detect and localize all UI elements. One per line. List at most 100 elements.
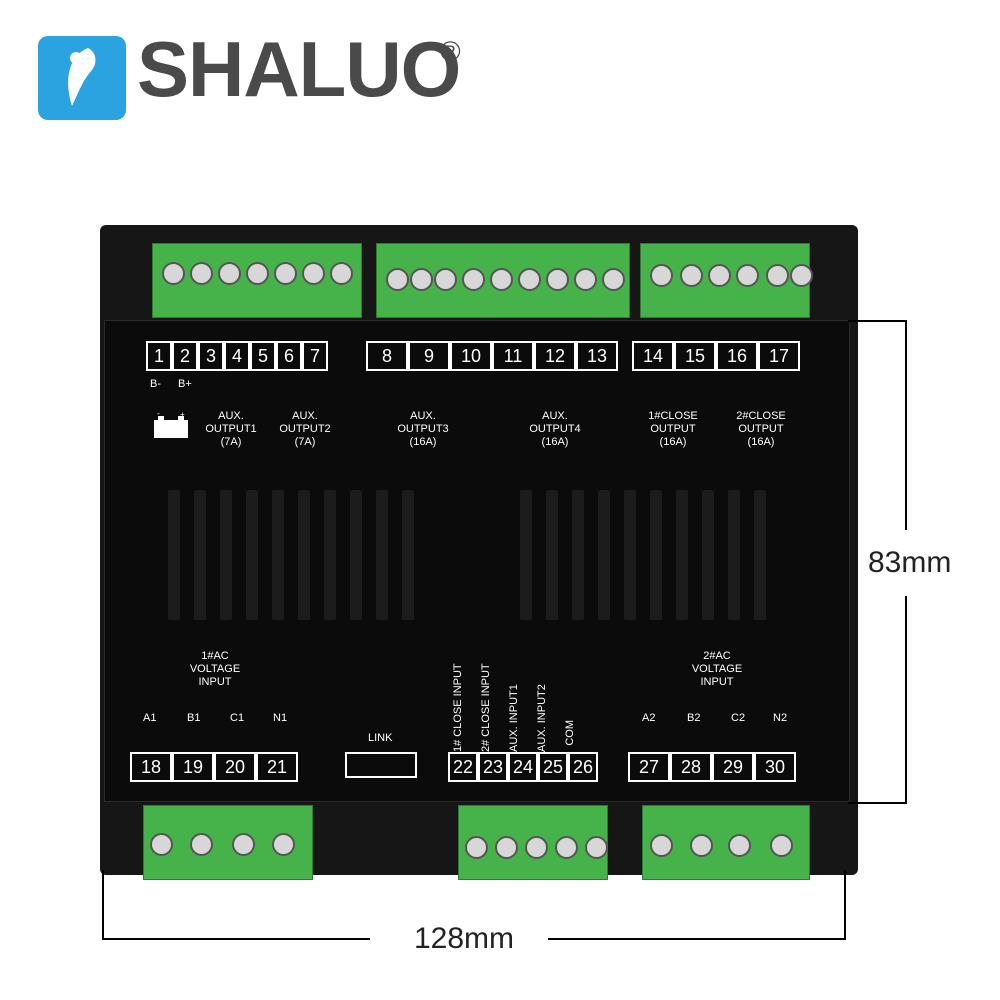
battery-icon: -+ <box>152 409 190 440</box>
vent-slot <box>520 490 532 620</box>
screw-icon <box>770 834 793 857</box>
terminal-row-18-21: 18 19 20 21 <box>130 752 298 782</box>
close-input1-label: 1# CLOSE INPUT <box>452 663 464 752</box>
dim-height-line-upper <box>905 320 907 530</box>
n1-label: N1 <box>273 712 288 724</box>
screw-icon <box>728 834 751 857</box>
vent-slot <box>298 490 310 620</box>
terminal-19: 19 <box>172 752 214 782</box>
screw-icon <box>274 262 297 285</box>
c1-label: C1 <box>230 712 245 724</box>
screw-icon <box>708 264 731 287</box>
dim-width-line-left <box>102 938 370 940</box>
terminal-row-22-26: 22 23 24 25 26 <box>448 752 598 782</box>
aux-output3-label: AUX. OUTPUT3 (16A) <box>397 410 449 448</box>
terminal-1: 1 <box>146 341 172 371</box>
aux-output2-label: AUX. OUTPUT2 (7A) <box>279 410 331 448</box>
screw-icon <box>190 833 213 856</box>
screw-icon <box>410 268 433 291</box>
a2-label: A2 <box>642 712 656 724</box>
terminal-20: 20 <box>214 752 256 782</box>
height-dimension: 83mm <box>868 546 952 579</box>
terminal-5: 5 <box>250 341 276 371</box>
dim-width-left-tick <box>102 870 104 940</box>
screw-icon <box>736 264 759 287</box>
terminal-28: 28 <box>670 752 712 782</box>
screw-icon <box>162 262 185 285</box>
dim-height-bottom-tick <box>848 802 906 804</box>
terminal-13: 13 <box>576 341 618 371</box>
width-dimension: 128mm <box>414 922 515 955</box>
vent-slot <box>324 490 336 620</box>
screw-icon <box>465 836 488 859</box>
com-label: COM <box>564 720 576 746</box>
screw-icon <box>690 834 713 857</box>
screw-icon <box>650 264 673 287</box>
terminal-16: 16 <box>716 341 758 371</box>
screw-icon <box>462 268 485 291</box>
svg-text:+: + <box>180 412 185 419</box>
close1-output-label: 1#CLOSE OUTPUT (16A) <box>648 410 698 448</box>
vent-slot <box>702 490 714 620</box>
b2-label: B2 <box>687 712 701 724</box>
terminal-26: 26 <box>568 752 598 782</box>
dim-width-line-right <box>548 938 846 940</box>
terminal-2: 2 <box>172 341 198 371</box>
screw-icon <box>555 836 578 859</box>
b-plus-label: B+ <box>178 378 192 390</box>
terminal-row-14-17: 14 15 16 17 <box>632 341 800 371</box>
terminal-11: 11 <box>492 341 534 371</box>
vent-slot <box>402 490 414 620</box>
terminal-12: 12 <box>534 341 576 371</box>
vent-slot <box>376 490 388 620</box>
aux-output1-label: AUX. OUTPUT1 (7A) <box>205 410 257 448</box>
b1-label: B1 <box>187 712 201 724</box>
vent-slot <box>350 490 362 620</box>
terminal-18: 18 <box>130 752 172 782</box>
screw-icon <box>150 833 173 856</box>
screw-icon <box>650 834 673 857</box>
terminal-21: 21 <box>256 752 298 782</box>
registered-mark: ® <box>440 36 461 67</box>
terminal-4: 4 <box>224 341 250 371</box>
aux-input1-label: AUX. INPUT1 <box>508 684 520 752</box>
terminal-15: 15 <box>674 341 716 371</box>
dim-height-top-tick <box>848 320 906 322</box>
vent-slot <box>220 490 232 620</box>
screw-icon <box>518 268 541 291</box>
screw-icon <box>190 262 213 285</box>
close-input2-label: 2# CLOSE INPUT <box>480 663 492 752</box>
terminal-25: 25 <box>538 752 568 782</box>
n2-label: N2 <box>773 712 788 724</box>
screw-icon <box>525 836 548 859</box>
screw-icon <box>574 268 597 291</box>
link-port <box>345 752 417 778</box>
vent-slot <box>624 490 636 620</box>
vent-slot <box>676 490 688 620</box>
screw-icon <box>790 264 813 287</box>
aux-output4-label: AUX. OUTPUT4 (16A) <box>529 410 581 448</box>
a1-label: A1 <box>143 712 157 724</box>
terminal-17: 17 <box>758 341 800 371</box>
screw-icon <box>330 262 353 285</box>
vent-slot <box>194 490 206 620</box>
screw-icon <box>272 833 295 856</box>
terminal-6: 6 <box>276 341 302 371</box>
screw-icon <box>302 262 325 285</box>
screw-icon <box>246 262 269 285</box>
vent-slot <box>728 490 740 620</box>
screw-icon <box>766 264 789 287</box>
screw-icon <box>490 268 513 291</box>
screw-icon <box>495 836 518 859</box>
b-minus-label: B- <box>150 378 161 390</box>
dim-height-line-lower <box>905 596 907 804</box>
vent-slot <box>598 490 610 620</box>
c2-label: C2 <box>731 712 746 724</box>
svg-text:-: - <box>157 412 160 418</box>
aux-input2-label: AUX. INPUT2 <box>536 684 548 752</box>
vent-slot <box>754 490 766 620</box>
link-label: LINK <box>368 732 393 744</box>
screw-icon <box>434 268 457 291</box>
vent-slot <box>572 490 584 620</box>
terminal-27: 27 <box>628 752 670 782</box>
